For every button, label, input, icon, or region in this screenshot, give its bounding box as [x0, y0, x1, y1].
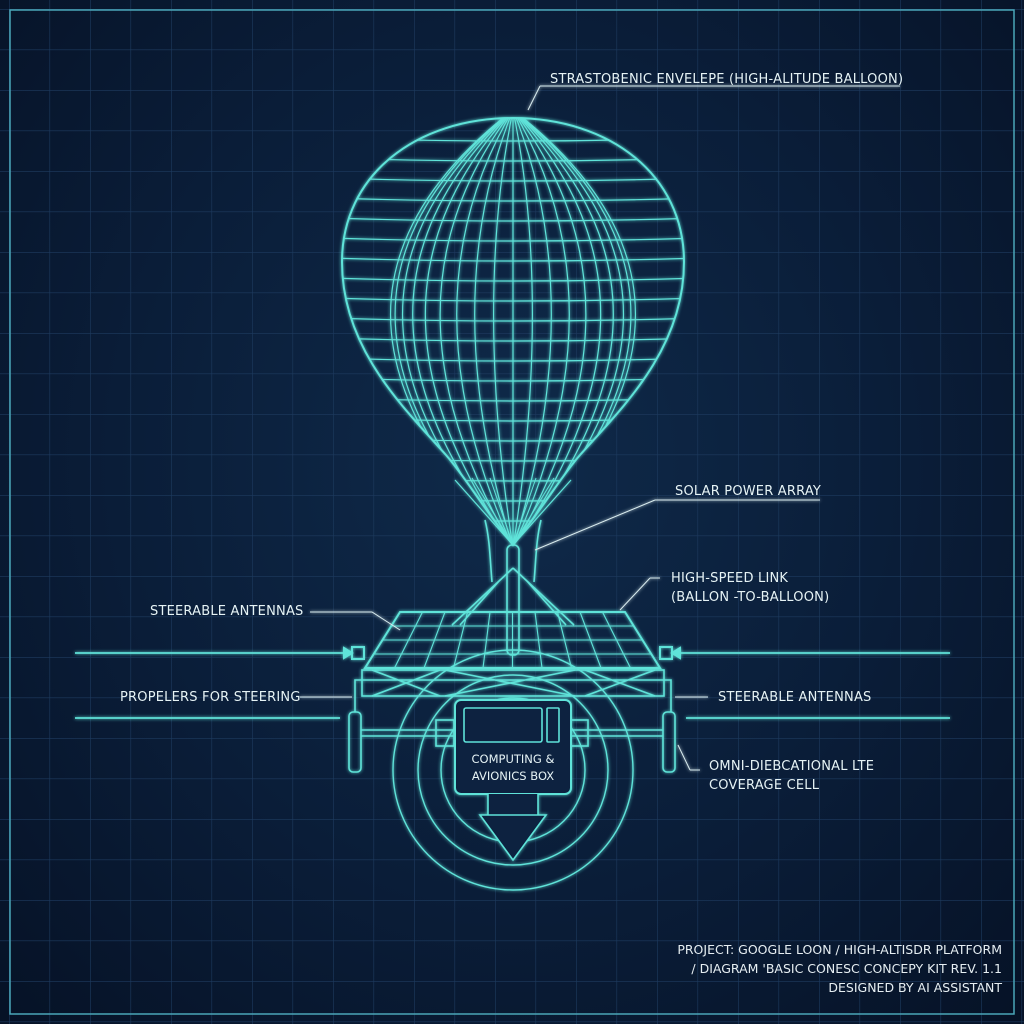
lte-coverage-label: OMNI-DIEBCATIONAL LTE COVERAGE CELL: [709, 757, 874, 795]
avionics-box-line2: AVIONICS BOX: [471, 769, 555, 783]
leader-lines: [300, 85, 900, 771]
balloon-envelope-label: STRASTOBENIC ENVELEPE (HIGH-ALITUDE BALL…: [550, 72, 904, 87]
steerable-antennas-right-label: STEERABLE ANTENNAS: [718, 690, 872, 705]
title-block-project: PROJECT: GOOGLE LOON / HIGH-ALTISDR PLAT…: [677, 942, 1002, 957]
title-block: PROJECT: GOOGLE LOON / HIGH-ALTISDR PLAT…: [677, 940, 1002, 997]
title-block-designer: DESIGNED BY AI ASSISTANT: [828, 980, 1002, 995]
solar-panel: [363, 611, 662, 669]
link-beams: [75, 646, 950, 719]
frame-border: [9, 9, 1015, 1015]
lte-coverage-line1: OMNI-DIEBCATIONAL LTE: [709, 759, 875, 774]
avionics-box-label: COMPUTING & AVIONICS BOX: [455, 751, 571, 785]
avionics-box-line1: COMPUTING &: [471, 752, 555, 766]
steerable-antennas-left-label: STEERABLE ANTENNAS: [150, 604, 304, 619]
high-speed-link-line1: HIGH-SPEED LINK: [671, 571, 789, 586]
high-speed-link-label: HIGH-SPEED LINK (BALLON -TO-BALLOON): [671, 569, 829, 607]
truss-frame: [354, 669, 672, 712]
high-speed-link-line2: (BALLON -TO-BALLOON): [671, 590, 830, 605]
propellers-label: PROPELERS FOR STEERING: [120, 690, 301, 705]
lte-coverage-line2: COVERAGE CELL: [709, 778, 820, 793]
solar-array-label: SOLAR POWER ARRAY: [675, 484, 822, 499]
avionics-box: [454, 699, 572, 862]
title-block-diagram: / DIAGRAM 'BASIC CONESC CONCEPY KIT REV.…: [691, 961, 1002, 976]
balloon-envelope: [341, 117, 685, 547]
